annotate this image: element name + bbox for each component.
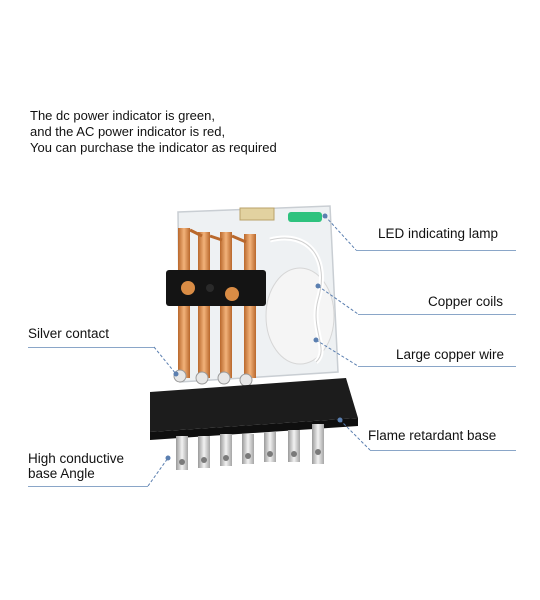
rule-wire <box>358 366 516 367</box>
label-high-conductive: High conductive <box>28 451 125 466</box>
intro-text: The dc power indicator is green, and the… <box>30 108 390 156</box>
label-copper-coils: Copper coils <box>428 294 504 309</box>
intro-line-2: and the AC power indicator is red, <box>30 124 226 139</box>
actuator-bar <box>166 270 266 306</box>
rule-led <box>356 250 516 251</box>
intro-line-3: You can purchase the indicator as requir… <box>30 140 277 155</box>
flame-retardant-base <box>150 378 358 432</box>
label-led-indicating-lamp: LED indicating lamp <box>378 226 499 241</box>
led-lamp <box>288 212 322 222</box>
rule-coils <box>358 314 516 315</box>
leader-lines <box>147 215 371 487</box>
label-base-angle: base Angle <box>28 466 95 481</box>
rule-silver <box>28 347 154 348</box>
label-silver-contact: Silver contact <box>28 326 110 341</box>
intro-line-1: The dc power indicator is green, <box>30 108 215 123</box>
silver-contacts <box>173 369 253 387</box>
label-flame-retardant-base: Flame retardant base <box>368 428 497 443</box>
base-pins <box>176 424 324 470</box>
label-large-copper-wire: Large copper wire <box>396 347 505 362</box>
rule-base <box>370 450 516 451</box>
rule-angle <box>28 486 148 487</box>
